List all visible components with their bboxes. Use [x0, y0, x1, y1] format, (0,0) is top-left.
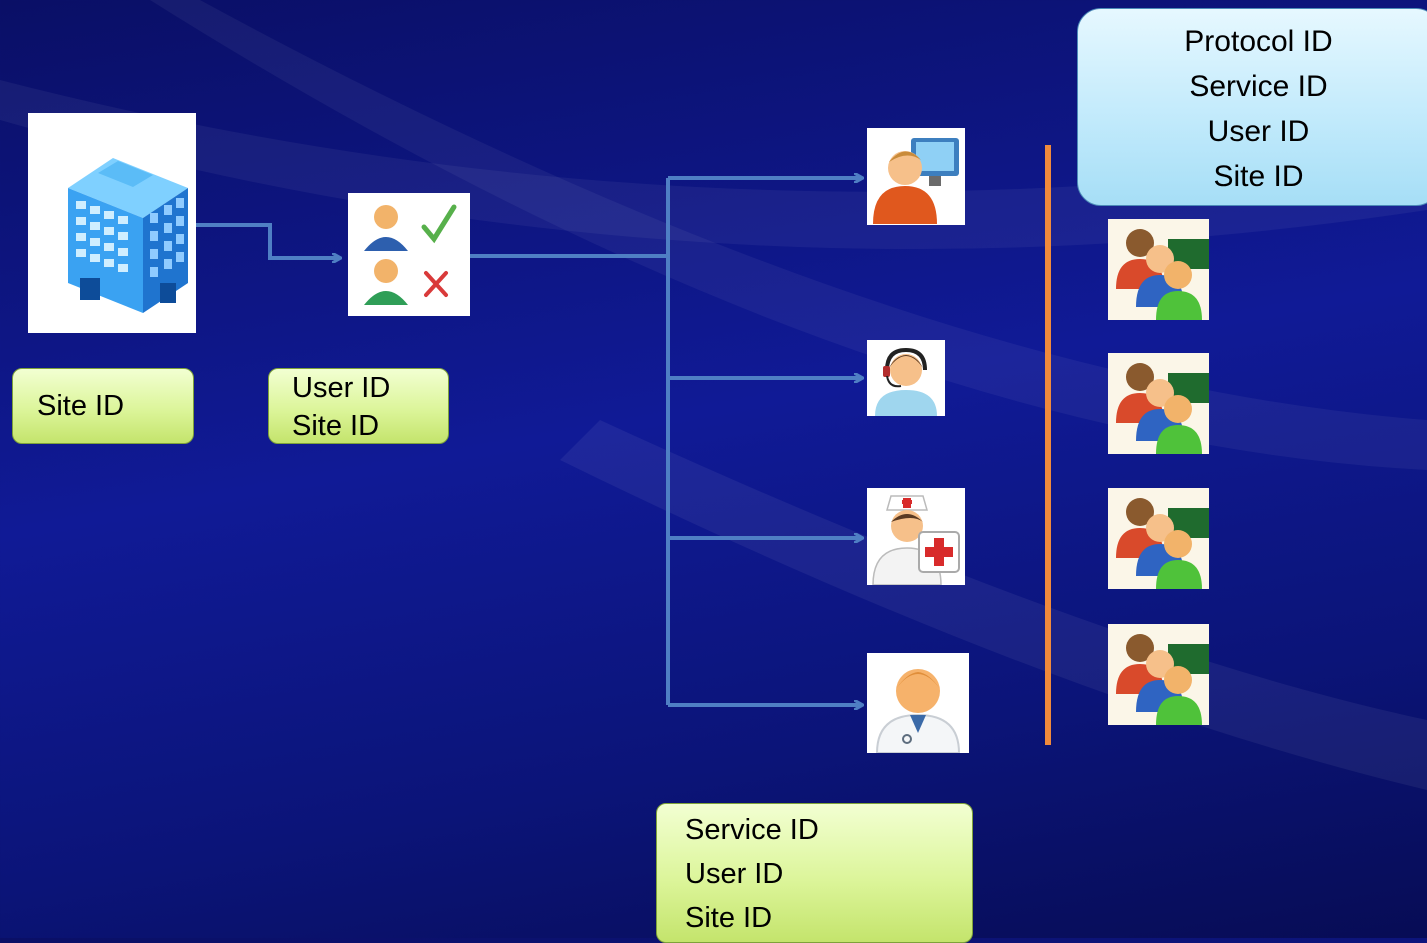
user-group-icon [1108, 353, 1209, 454]
arrow-building-to-approval [196, 223, 340, 258]
service-id-text: Service ID [685, 814, 819, 846]
doctor-icon [867, 653, 969, 753]
call-center-agent-icon [867, 340, 945, 416]
user-id-text: User ID [292, 372, 391, 404]
service-user-site-label: Service ID User ID Site ID [656, 803, 973, 943]
office-building-icon [28, 113, 196, 333]
user-approve-reject-icon [348, 193, 470, 316]
user-id-text: User ID [1207, 115, 1310, 148]
vertical-divider [1045, 145, 1051, 745]
protocol-id-text: Protocol ID [1184, 25, 1333, 58]
user-site-label: User ID Site ID [268, 368, 449, 444]
connector-arrows [196, 178, 862, 705]
user-id-text: User ID [685, 858, 784, 890]
protocol-service-user-site-label: Protocol ID Service ID User ID Site ID [1077, 8, 1427, 206]
site-id-text: Site ID [37, 390, 125, 422]
computer-user-icon [867, 128, 965, 225]
site-id-text: Site ID [685, 902, 773, 934]
nurse-icon [867, 488, 965, 585]
site-id-label: Site ID [12, 368, 194, 444]
user-group-icon [1108, 624, 1209, 725]
site-id-text: Site ID [1213, 160, 1304, 193]
service-id-text: Service ID [1189, 70, 1328, 103]
user-group-icon [1108, 488, 1209, 589]
site-id-text: Site ID [292, 410, 380, 442]
user-group-icon [1108, 219, 1209, 320]
